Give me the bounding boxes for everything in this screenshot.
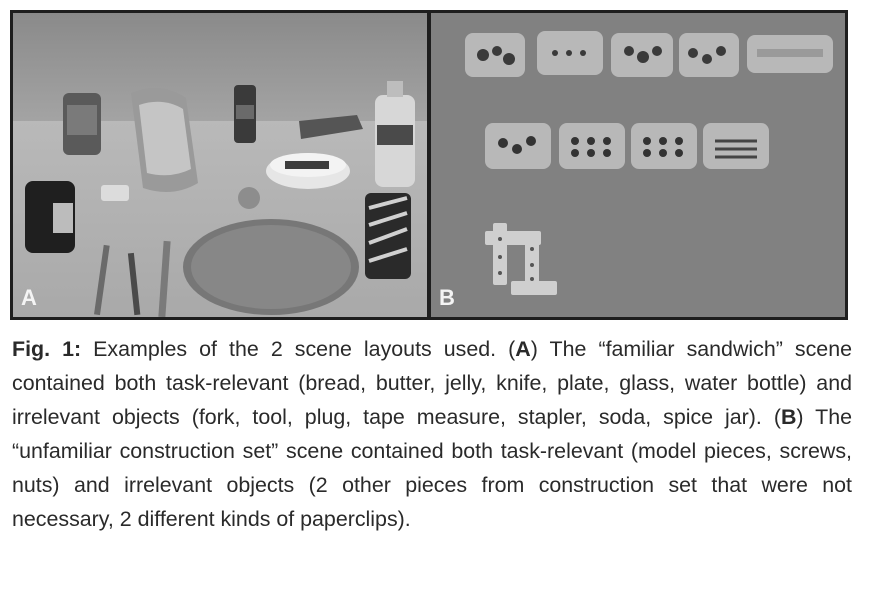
caption-text-2: ) The “familiar sandwich” scene containe… (12, 337, 853, 429)
construction-scene-image (431, 13, 845, 317)
figure: A (10, 10, 848, 320)
figure-caption: Fig. 1: Examples of the 2 scene layouts … (12, 332, 852, 536)
caption-text-3: ) The “unfamiliar construction set” scen… (12, 405, 852, 531)
caption-ref-b: B (780, 405, 797, 429)
panel-a-photo: A (13, 13, 427, 317)
caption-text-1: Examples of the 2 scene layouts used. ( (81, 337, 516, 361)
figure-label: Fig. 1: (12, 337, 82, 361)
caption-ref-a: A (515, 337, 531, 361)
panel-b-label: B (439, 285, 455, 310)
panel-a-label: A (21, 285, 37, 310)
sandwich-scene-image (13, 13, 427, 317)
panel-b-photo: B (431, 13, 845, 317)
